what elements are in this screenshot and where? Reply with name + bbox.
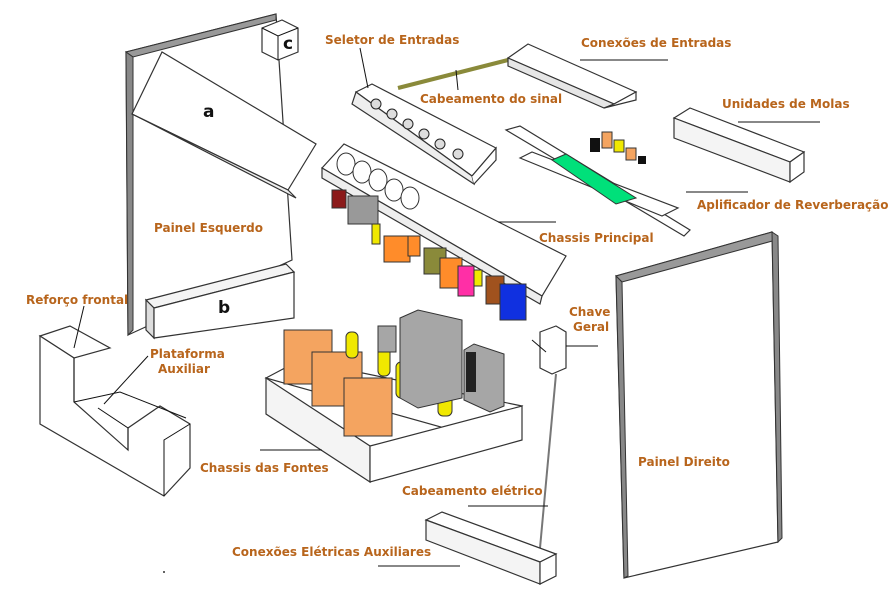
- reverb-amplifier: [504, 125, 691, 237]
- part-c-block: [261, 19, 299, 61]
- label-cabeamento-eletrico: Cabeamento elétrico: [402, 484, 543, 498]
- aux-electric-connections: [424, 511, 558, 585]
- label-chassis-principal: Chassis Principal: [539, 231, 654, 245]
- label-plataforma-line2: Auxiliar: [158, 362, 210, 376]
- letter-b: b: [218, 298, 230, 318]
- leader-cabeamento-sinal: [455, 69, 459, 91]
- stray-dot: [163, 571, 165, 573]
- letter-a: a: [203, 102, 214, 122]
- part-b-strip: [144, 263, 296, 340]
- right-panel: [615, 231, 783, 579]
- power-transformers: [283, 329, 393, 437]
- power-supply-chassis: [264, 309, 524, 484]
- main-switch: [531, 325, 567, 375]
- selector-switches: [370, 98, 464, 160]
- leader-seletor: [359, 47, 369, 89]
- signal-cable: [397, 58, 509, 90]
- label-seletor-entradas: Seletor de Entradas: [325, 33, 459, 47]
- label-plataforma-line1: Plataforma: [150, 347, 225, 361]
- part-a-board: [131, 51, 317, 199]
- reverb-component: [590, 138, 600, 152]
- electric-cable: [539, 373, 557, 549]
- label-painel-direito: Painel Direito: [638, 455, 730, 469]
- label-conexoes-entradas: Conexões de Entradas: [581, 36, 731, 50]
- input-connections: [506, 43, 638, 109]
- main-chassis-tubes: [336, 152, 420, 210]
- label-unidades-molas: Unidades de Molas: [722, 97, 850, 111]
- input-selector: [351, 83, 497, 186]
- label-conexoes-eletricas: Conexões Elétricas Auxiliares: [232, 545, 431, 559]
- main-chassis: [321, 143, 567, 321]
- letter-c: c: [283, 34, 293, 54]
- front-reinforcement: [38, 325, 191, 497]
- spring-units: [672, 107, 806, 184]
- label-cabeamento-sinal: Cabeamento do sinal: [420, 92, 562, 106]
- label-chave-line2: Geral: [573, 320, 609, 334]
- label-reforco-frontal: Reforço frontal: [26, 293, 128, 307]
- label-chassis-fontes: Chassis das Fontes: [200, 461, 329, 475]
- label-aplificador-reverberacao: Aplificador de Reverberação: [697, 198, 889, 212]
- leader-reforco: [73, 305, 85, 349]
- label-painel-esquerdo: Painel Esquerdo: [154, 221, 263, 235]
- label-chave-line1: Chave: [569, 305, 610, 319]
- leader-plataforma: [103, 355, 149, 405]
